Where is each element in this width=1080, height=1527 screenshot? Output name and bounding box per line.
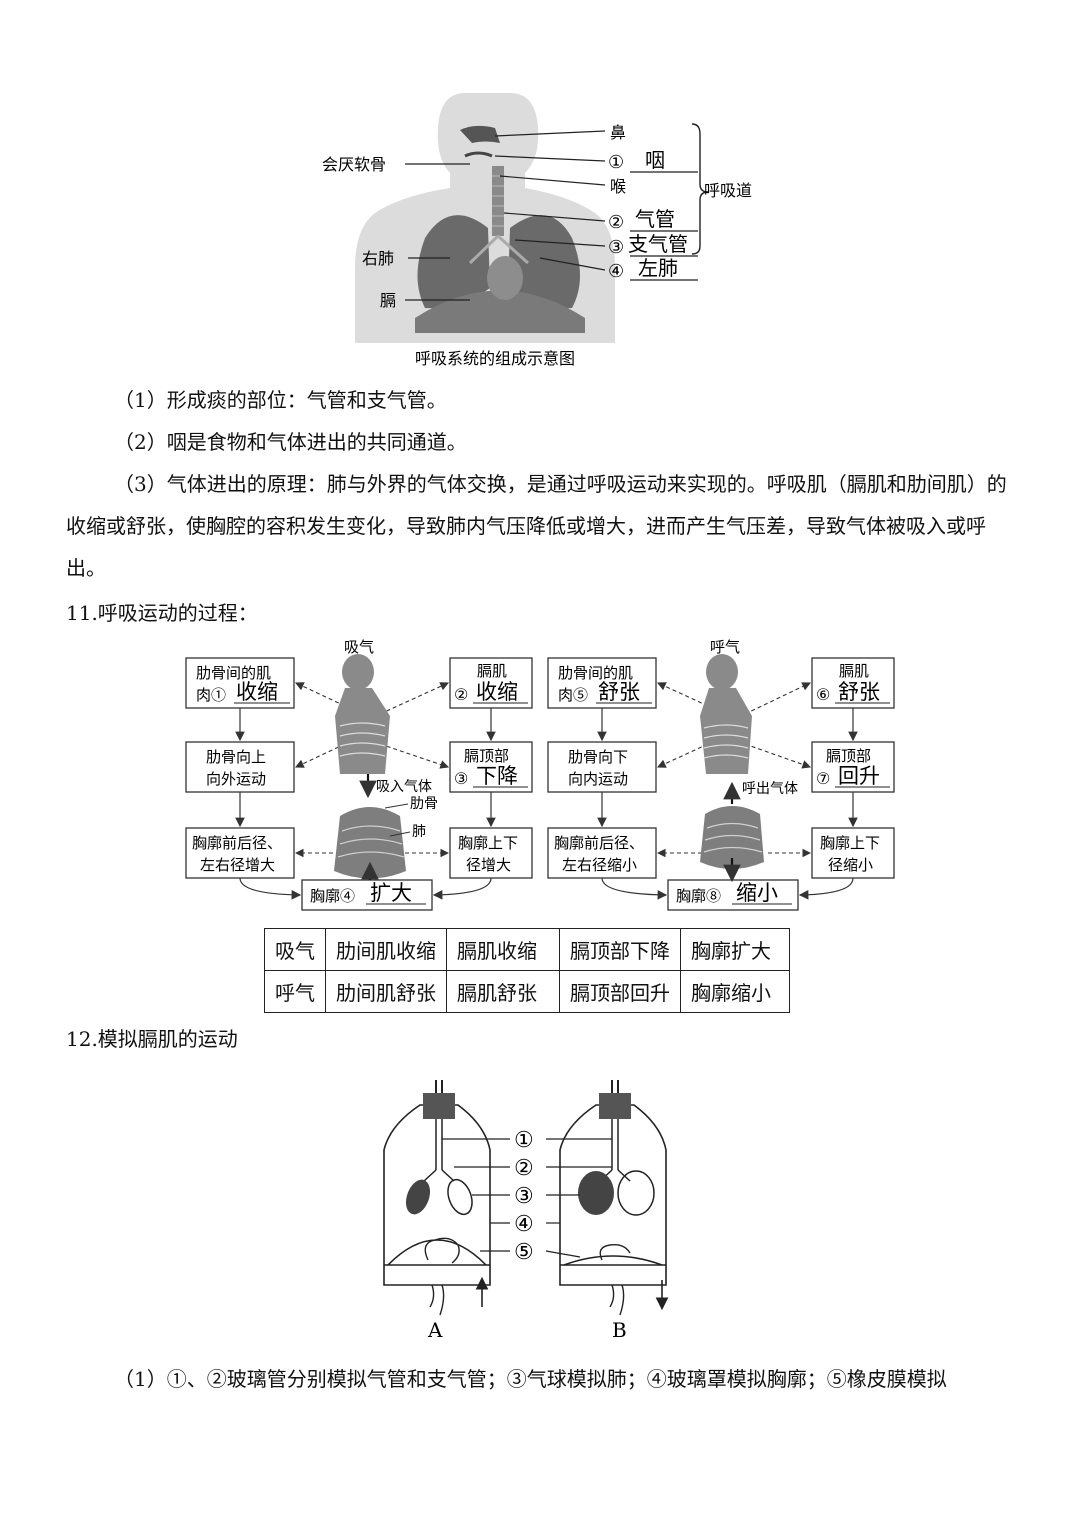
inhale-air-label: 吸入气体 [376, 779, 432, 795]
section-11-heading: 11.呼吸运动的过程： [66, 601, 258, 625]
inhale-title: 吸气 [344, 638, 374, 656]
label-bronchus: 支气管 [628, 232, 688, 256]
exhale-box5-num: ⑦ [816, 769, 830, 788]
label-epiglottis: 会厌软骨 [322, 155, 386, 174]
inhale-box1-line1: 肋骨间的肌 [196, 664, 271, 682]
label-right-lung: 右肺 [362, 249, 394, 268]
inhale-box5-line1: 膈顶部 [464, 747, 509, 765]
label-trachea: 气管 [635, 207, 675, 231]
respiratory-system-diagram: 会厌软骨 右肺 膈 鼻 ① 咽 喉 ② 气管 ③ 支气管 ④ 左肺 呼吸道 呼吸… [322, 93, 752, 368]
model-num-3: ③ [514, 1184, 534, 1209]
inhale-box4-line1: 膈肌 [477, 662, 507, 680]
label-left-lung: 左肺 [638, 256, 678, 280]
table-cell: 胸廓缩小 [680, 970, 790, 1013]
exhale-box2-line2: 向内运动 [568, 770, 628, 788]
inhale-bottom-answer: 扩大 [370, 881, 412, 905]
label-diaphragm: 膈 [380, 291, 396, 310]
inhale-box4-num: ② [454, 685, 468, 704]
label-num-3: ③ [608, 237, 624, 258]
inhale-box2-line2: 向外运动 [206, 770, 266, 788]
paragraph-last: （1）①、②玻璃管分别模拟气管和支气管；③气球模拟肺；④玻璃罩模拟胸廓；⑤橡皮膜… [114, 1367, 947, 1391]
exhale-title: 呼气 [710, 638, 740, 656]
exhale-box1-line2: 肉⑤ [558, 686, 588, 704]
table-cell: 肋间肌收缩 [325, 928, 447, 971]
label-airway: 呼吸道 [704, 181, 752, 200]
inhale-box1-answer: 收缩 [236, 680, 278, 704]
model-num-1: ① [514, 1128, 534, 1153]
summary-table: 吸气 肋间肌收缩 膈肌收缩 膈顶部下降 胸廓扩大 呼气 肋间肌舒张 膈肌舒张 膈… [264, 928, 790, 1013]
table-cell: 呼气 [264, 970, 326, 1013]
model-label-a: A [427, 1318, 443, 1342]
exhale-box1-line1: 肋骨间的肌 [558, 664, 633, 682]
table-cell: 吸气 [264, 928, 326, 971]
label-larynx: 喉 [610, 177, 626, 196]
inhale-box5-num: ③ [454, 769, 468, 788]
paragraph-1: （1）形成痰的部位：气管和支气管。 [114, 388, 447, 412]
lung-label: 肺 [412, 824, 426, 840]
exhale-box6-line1: 胸廓上下 [820, 834, 880, 852]
exhale-box6-line2: 径缩小 [828, 856, 873, 874]
table-cell: 膈肌收缩 [446, 928, 560, 971]
table-cell: 胸廓扩大 [680, 928, 790, 971]
exhale-box4-num: ⑥ [816, 685, 830, 704]
exhale-air-label: 呼出气体 [742, 781, 798, 797]
model-num-4: ④ [514, 1212, 534, 1237]
model-num-5: ⑤ [514, 1240, 534, 1265]
table-cell: 肋间肌舒张 [325, 970, 447, 1013]
table-cell: 膈顶部下降 [559, 928, 681, 971]
exhale-box4-answer: 舒张 [838, 680, 880, 704]
diaphragm-model-diagram: ① ② ③ ④ ⑤ A B [383, 1080, 669, 1342]
figure1-caption: 呼吸系统的组成示意图 [415, 349, 575, 368]
inhale-box6-line2: 径增大 [466, 856, 511, 874]
exhale-box1-answer: 舒张 [598, 680, 640, 704]
exhale-bottom-label: 胸廓⑧ [676, 887, 721, 905]
table-cell: 膈顶部回升 [559, 970, 681, 1013]
table-row: 吸气 肋间肌收缩 膈肌收缩 膈顶部下降 胸廓扩大 [264, 928, 790, 971]
table-cell: 膈肌舒张 [446, 970, 560, 1013]
exhale-box5-line1: 膈顶部 [826, 747, 871, 765]
paragraph-2: （2）咽是食物和气体进出的共同通道。 [114, 430, 467, 454]
inhale-box2-line1: 肋骨向上 [206, 748, 266, 766]
exhale-box5-answer: 回升 [838, 764, 880, 788]
label-pharynx: 咽 [645, 148, 665, 172]
inhale-box3-line2: 左右径增大 [200, 856, 275, 874]
label-num-4: ④ [608, 261, 624, 282]
section-12-heading: 12.模拟膈肌的运动 [66, 1027, 238, 1051]
exhale-box2-line1: 肋骨向下 [568, 748, 628, 766]
model-label-b: B [612, 1318, 627, 1342]
inhale-box3-line1: 胸廓前后径、 [192, 834, 282, 852]
inhale-box4-answer: 收缩 [476, 680, 518, 704]
label-num-2: ② [608, 212, 624, 233]
exhale-bottom-answer: 缩小 [736, 881, 778, 905]
exhale-box3-line1: 胸廓前后径、 [554, 834, 644, 852]
inhale-bottom-label: 胸廓④ [310, 887, 355, 905]
label-num-1: ① [608, 152, 624, 173]
paragraph-3: （3）气体进出的原理：肺与外界的气体交换，是通过呼吸运动来实现的。呼吸肌（膈肌和… [66, 472, 1007, 580]
inhale-box6-line1: 胸廓上下 [458, 834, 518, 852]
exhale-box3-line2: 左右径缩小 [562, 856, 637, 874]
label-nose: 鼻 [610, 123, 626, 142]
rib-label: 肋骨 [410, 796, 438, 812]
model-num-2: ② [514, 1156, 534, 1181]
inhale-box1-line2: 肉① [196, 686, 226, 704]
table-row: 呼气 肋间肌舒张 膈肌舒张 膈顶部回升 胸廓缩小 [264, 970, 790, 1013]
inhale-box5-answer: 下降 [476, 764, 518, 788]
breathing-process-diagram: 吸气 呼气 肋骨间的肌 肉① 收缩 肋骨向上 向外运动 胸廓前后径、 左右径增大… [185, 638, 895, 911]
exhale-box4-line1: 膈肌 [839, 662, 869, 680]
